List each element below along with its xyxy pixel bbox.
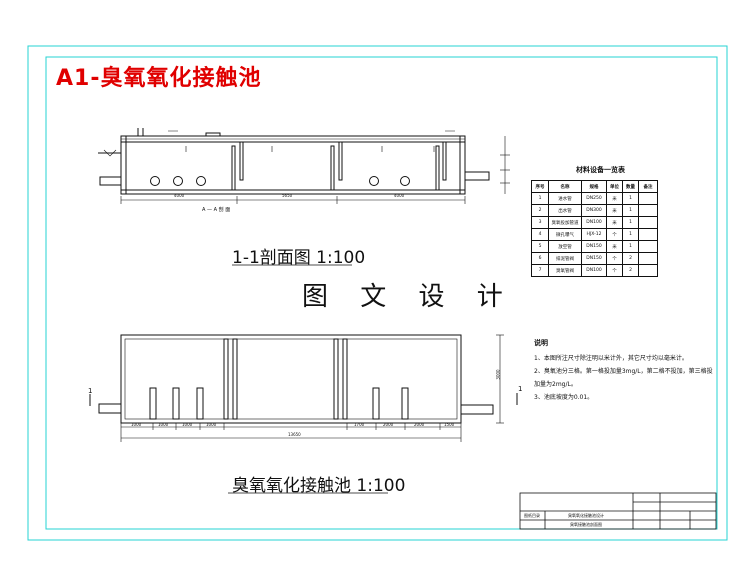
note-item: 3、池底坡度为0.01。 bbox=[534, 394, 594, 401]
header-cell: 单位 bbox=[606, 180, 623, 193]
table-cell: 3 bbox=[531, 216, 549, 229]
table-cell: DN100 bbox=[581, 264, 607, 277]
table-cell: 个 bbox=[606, 252, 623, 265]
table-cell: 1 bbox=[622, 228, 639, 241]
section-dim-2: 5650 bbox=[282, 193, 293, 198]
table-cell: 1 bbox=[622, 204, 639, 217]
table-cell: 米 bbox=[606, 204, 623, 217]
watermark-text: 图 文 设 计 bbox=[302, 282, 515, 312]
table-cell: DN300 bbox=[581, 204, 607, 217]
table-cell: 放空管 bbox=[548, 240, 582, 253]
table-cell: HJX-12 bbox=[581, 228, 607, 241]
header-cell: 备注 bbox=[638, 180, 658, 193]
table-cell: 2 bbox=[622, 252, 639, 265]
section-view-caption: 1-1剖面图 1:100 bbox=[232, 248, 366, 268]
header-cell: 规格 bbox=[581, 180, 607, 193]
plan-dim-r4: 1500 bbox=[444, 422, 455, 427]
notes-heading: 说明 bbox=[534, 339, 548, 347]
plan-dim-r1: 1700 bbox=[354, 422, 365, 427]
table-cell: 米 bbox=[606, 240, 623, 253]
plan-height-dim: 3000 bbox=[495, 369, 501, 380]
section-view bbox=[98, 128, 510, 266]
table-cell: 1 bbox=[622, 240, 639, 253]
table-cell bbox=[638, 228, 658, 241]
title-block-drawing: 臭氧接触池剖面图 bbox=[570, 522, 602, 527]
table-cell: 个 bbox=[606, 228, 623, 241]
table-cell: 个 bbox=[606, 264, 623, 277]
title-block-label: 图纸目录 bbox=[524, 513, 540, 518]
header-cell: 序号 bbox=[531, 180, 549, 193]
plan-dim-r3: 2000 bbox=[414, 422, 425, 427]
section-dim-1: 4000 bbox=[174, 193, 185, 198]
table-cell: 1 bbox=[622, 192, 639, 205]
notes-block: 说明 1、本图所注尺寸除注明以米计外，其它尺寸均以毫米计。 2、臭氧池分三格。第… bbox=[534, 337, 714, 404]
plan-view bbox=[89, 334, 518, 494]
table-cell: 排泥管阀 bbox=[548, 252, 582, 265]
plan-total-dim: 13650 bbox=[288, 432, 301, 437]
materials-table-title: 材料设备一览表 bbox=[576, 166, 625, 174]
section-dim-3: 4000 bbox=[394, 193, 405, 198]
table-cell bbox=[638, 216, 658, 229]
table-cell: 6 bbox=[531, 252, 549, 265]
title-block bbox=[519, 492, 717, 530]
plan-dim-l2: 1000 bbox=[158, 422, 169, 427]
table-cell: 2 bbox=[531, 204, 549, 217]
plan-dim-l4: 1000 bbox=[206, 422, 217, 427]
materials-table-header: 序号 名称 规格 单位 数量 备注 bbox=[531, 180, 658, 193]
table-cell: 4 bbox=[531, 228, 549, 241]
table-cell bbox=[638, 252, 658, 265]
table-cell: 7 bbox=[531, 264, 549, 277]
plan-dim-r2: 2000 bbox=[383, 422, 394, 427]
plan-dim-l1: 1000 bbox=[131, 422, 142, 427]
header-cell: 数量 bbox=[622, 180, 639, 193]
title-block-project: 臭氧氧化接触池设计 bbox=[568, 513, 604, 518]
table-cell: 1 bbox=[531, 192, 549, 205]
table-cell: 微孔曝气 bbox=[548, 228, 582, 241]
table-cell: DN100 bbox=[581, 216, 607, 229]
table-cell bbox=[638, 204, 658, 217]
note-item: 1、本图所注尺寸除注明以米计外，其它尺寸均以毫米计。 bbox=[534, 355, 688, 362]
table-cell bbox=[638, 264, 658, 277]
table-cell: 臭氧管阀 bbox=[548, 264, 582, 277]
plan-view-caption: 臭氧氧化接触池 1:100 bbox=[232, 476, 406, 496]
table-cell: 出水管 bbox=[548, 204, 582, 217]
section-mark-right: 1 bbox=[518, 385, 523, 393]
table-cell: 米 bbox=[606, 192, 623, 205]
table-cell: 5 bbox=[531, 240, 549, 253]
section-mark-label: A — A 剖 面 bbox=[202, 207, 231, 213]
table-cell: 进水管 bbox=[548, 192, 582, 205]
table-cell: DN150 bbox=[581, 252, 607, 265]
note-item: 2、臭氧池分三格。第一格投加量3mg/L，第二格不投加，第三格投加量为2mg/L… bbox=[534, 368, 713, 388]
table-cell: 臭氧投加管道 bbox=[548, 216, 582, 229]
table-cell: DN150 bbox=[581, 240, 607, 253]
table-cell: DN250 bbox=[581, 192, 607, 205]
table-cell: 2 bbox=[622, 264, 639, 277]
drawing-title: A1-臭氧氧化接触池 bbox=[56, 66, 262, 91]
table-cell: 米 bbox=[606, 216, 623, 229]
plan-dim-l3: 1000 bbox=[182, 422, 193, 427]
table-cell bbox=[638, 240, 658, 253]
section-mark-left: 1 bbox=[88, 387, 93, 395]
inner-border bbox=[45, 56, 718, 530]
table-cell: 1 bbox=[622, 216, 639, 229]
header-cell: 名称 bbox=[548, 180, 582, 193]
table-cell bbox=[638, 192, 658, 205]
outer-border bbox=[27, 45, 728, 541]
